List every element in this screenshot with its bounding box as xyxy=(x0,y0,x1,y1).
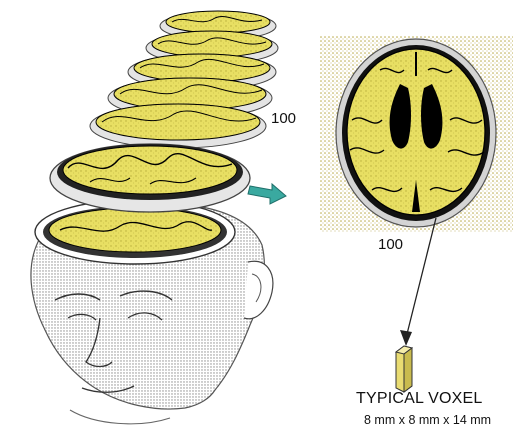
slice-3 xyxy=(50,144,250,212)
slice-height-label: 100 xyxy=(271,110,296,127)
head-illustration xyxy=(31,200,273,424)
voxel-prism-icon xyxy=(396,346,412,392)
ear xyxy=(244,261,273,318)
right-arrow-icon xyxy=(248,184,286,204)
voxel-size-label: 8 mm x 8 mm x 14 mm xyxy=(364,413,491,427)
slice-width-label: 100 xyxy=(378,236,403,253)
slice-4 xyxy=(90,104,266,148)
voxel-pointer xyxy=(400,218,436,346)
mri-slice-panel xyxy=(320,36,513,232)
voxel-title: TYPICAL VOXEL xyxy=(356,390,483,408)
slice-stack xyxy=(50,11,278,212)
